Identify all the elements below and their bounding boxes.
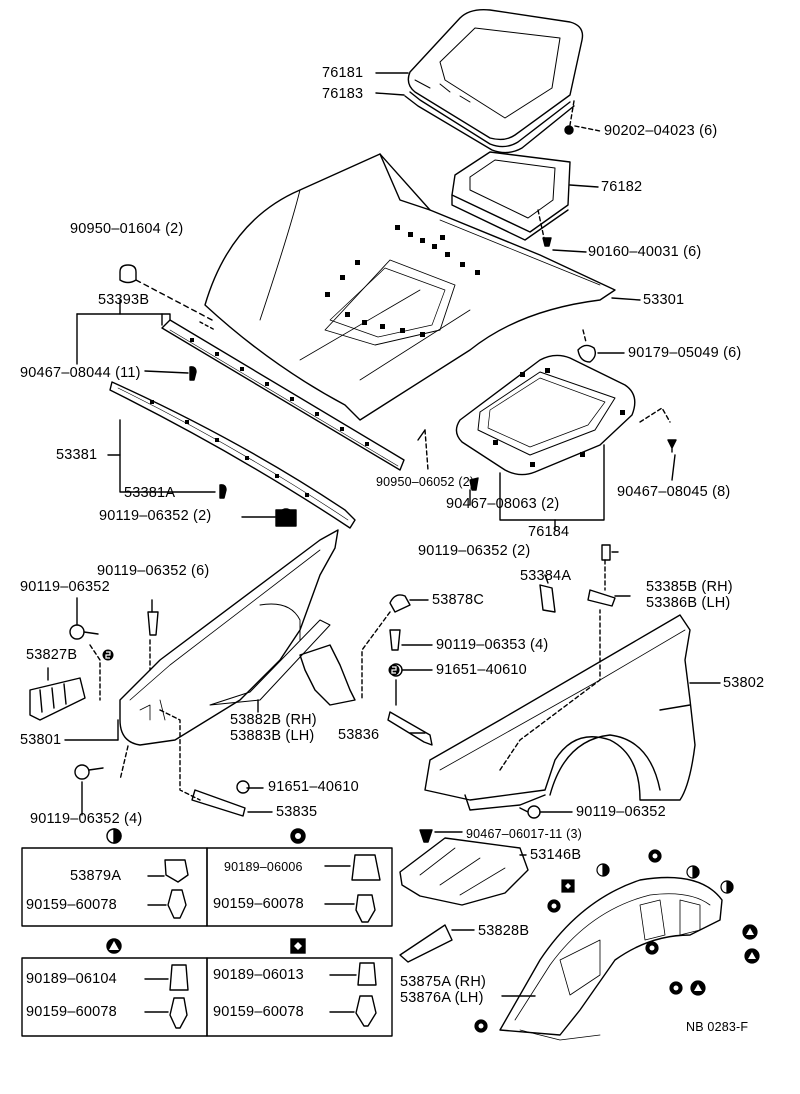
callout-90119-06352-bracket: 90119–06352 xyxy=(20,579,110,595)
callout-53835: 53835 xyxy=(276,804,318,820)
hood-weatherstrip-drawing xyxy=(161,319,405,471)
callout-91651-40610-fender: 91651–40610 xyxy=(436,662,527,678)
engine-undercover-drawing xyxy=(399,829,529,906)
legend-box3-bottom-part: 90159–60078 xyxy=(26,1004,117,1020)
callout-53802: 53802 xyxy=(723,675,765,691)
callout-90119-06352-lower: 90119–06352 (4) xyxy=(30,811,143,827)
callout-53801: 53801 xyxy=(20,732,62,748)
legend-box4-bottom-part: 90159–60078 xyxy=(213,1004,304,1020)
hood-drawing xyxy=(204,153,616,421)
fender-liner-drawing xyxy=(499,876,723,1041)
legend-box1-top-part: 53879A xyxy=(70,868,122,884)
square-diamond-icon xyxy=(291,939,305,953)
callout-90467-08044: 90467–08044 (11) xyxy=(20,365,141,381)
leader-76182 xyxy=(569,184,599,188)
callout-53381: 53381 xyxy=(56,447,98,463)
hood-scoop-drawing xyxy=(404,8,584,154)
leader-76183 xyxy=(375,92,405,96)
hood-inner-panel-drawing xyxy=(455,354,636,476)
callout-90119-06352-fender-lower: 90119–06352 xyxy=(576,804,666,820)
callout-76181: 76181 xyxy=(322,65,364,81)
callout-90950-06052: 90950–06052 (2) xyxy=(376,475,475,489)
callout-53876A: 53876A (LH) xyxy=(400,990,484,1006)
legend-box1-bottom-part: 90159–60078 xyxy=(26,897,117,913)
callout-53875A: 53875A (RH) xyxy=(400,974,487,990)
callout-53882B: 53882B (RH) xyxy=(230,712,317,728)
scoop-base-drawing xyxy=(451,151,571,241)
legend-box4-top-part: 90189–06013 xyxy=(213,967,304,983)
callout-76183: 76183 xyxy=(322,86,364,102)
front-fender-drawing xyxy=(424,614,696,811)
callout-90119-06353: 90119–06353 (4) xyxy=(436,637,549,653)
callout-90202-04023: 90202–04023 (6) xyxy=(604,123,718,139)
legend-box3-top-part: 90189–06104 xyxy=(26,971,117,987)
callout-53883B: 53883B (LH) xyxy=(230,728,315,744)
callout-53146B: 53146B xyxy=(530,847,582,863)
callout-90467-06017-11: 90467–06017-11 (3) xyxy=(466,827,582,841)
leader-53301 xyxy=(611,297,641,301)
callout-90950-01604: 90950–01604 (2) xyxy=(70,221,184,237)
legend-box2-bottom-part: 90159–60078 xyxy=(213,896,304,912)
callout-90119-06352-hood: 90119–06352 (2) xyxy=(99,508,212,524)
callout-90160-40031: 90160–40031 (6) xyxy=(588,244,702,260)
callout-53393B: 53393B xyxy=(98,292,150,308)
callout-91651-40610-apron: 91651–40610 xyxy=(268,779,359,795)
callout-53827B: 53827B xyxy=(26,647,78,663)
legend-box2-top-part: 90189–06006 xyxy=(224,860,303,874)
callout-90467-08063: 90467–08063 (2) xyxy=(446,496,560,512)
half-circle-icon xyxy=(107,829,121,843)
callout-90179-05049: 90179–05049 (6) xyxy=(628,345,742,361)
callout-53385B: 53385B (RH) xyxy=(646,579,733,595)
diagram-reference-code: NB 0283-F xyxy=(686,1020,749,1034)
callout-53381A: 53381A xyxy=(124,485,176,501)
legend-boxes xyxy=(21,847,393,1037)
callout-90119-06352-fender: 90119–06352 (2) xyxy=(418,543,531,559)
fender-apron-drawing xyxy=(119,529,356,746)
callout-53386B: 53386B (LH) xyxy=(646,595,731,611)
callout-53878C: 53878C xyxy=(432,592,484,608)
callout-53301: 53301 xyxy=(643,292,685,308)
callout-90119-06352-apron: 90119–06352 (6) xyxy=(97,563,210,579)
callout-90467-08045: 90467–08045 (8) xyxy=(617,484,731,500)
circle-dot-icon xyxy=(291,829,305,843)
callout-76184: 76184 xyxy=(528,524,570,540)
callout-53836: 53836 xyxy=(338,727,380,743)
hood-seal-drawing xyxy=(109,381,356,529)
triangle-icon xyxy=(107,939,121,953)
callout-53384A: 53384A xyxy=(520,568,572,584)
callout-76182: 76182 xyxy=(601,179,643,195)
callout-53828B: 53828B xyxy=(478,923,530,939)
apron-bolts xyxy=(69,508,294,816)
